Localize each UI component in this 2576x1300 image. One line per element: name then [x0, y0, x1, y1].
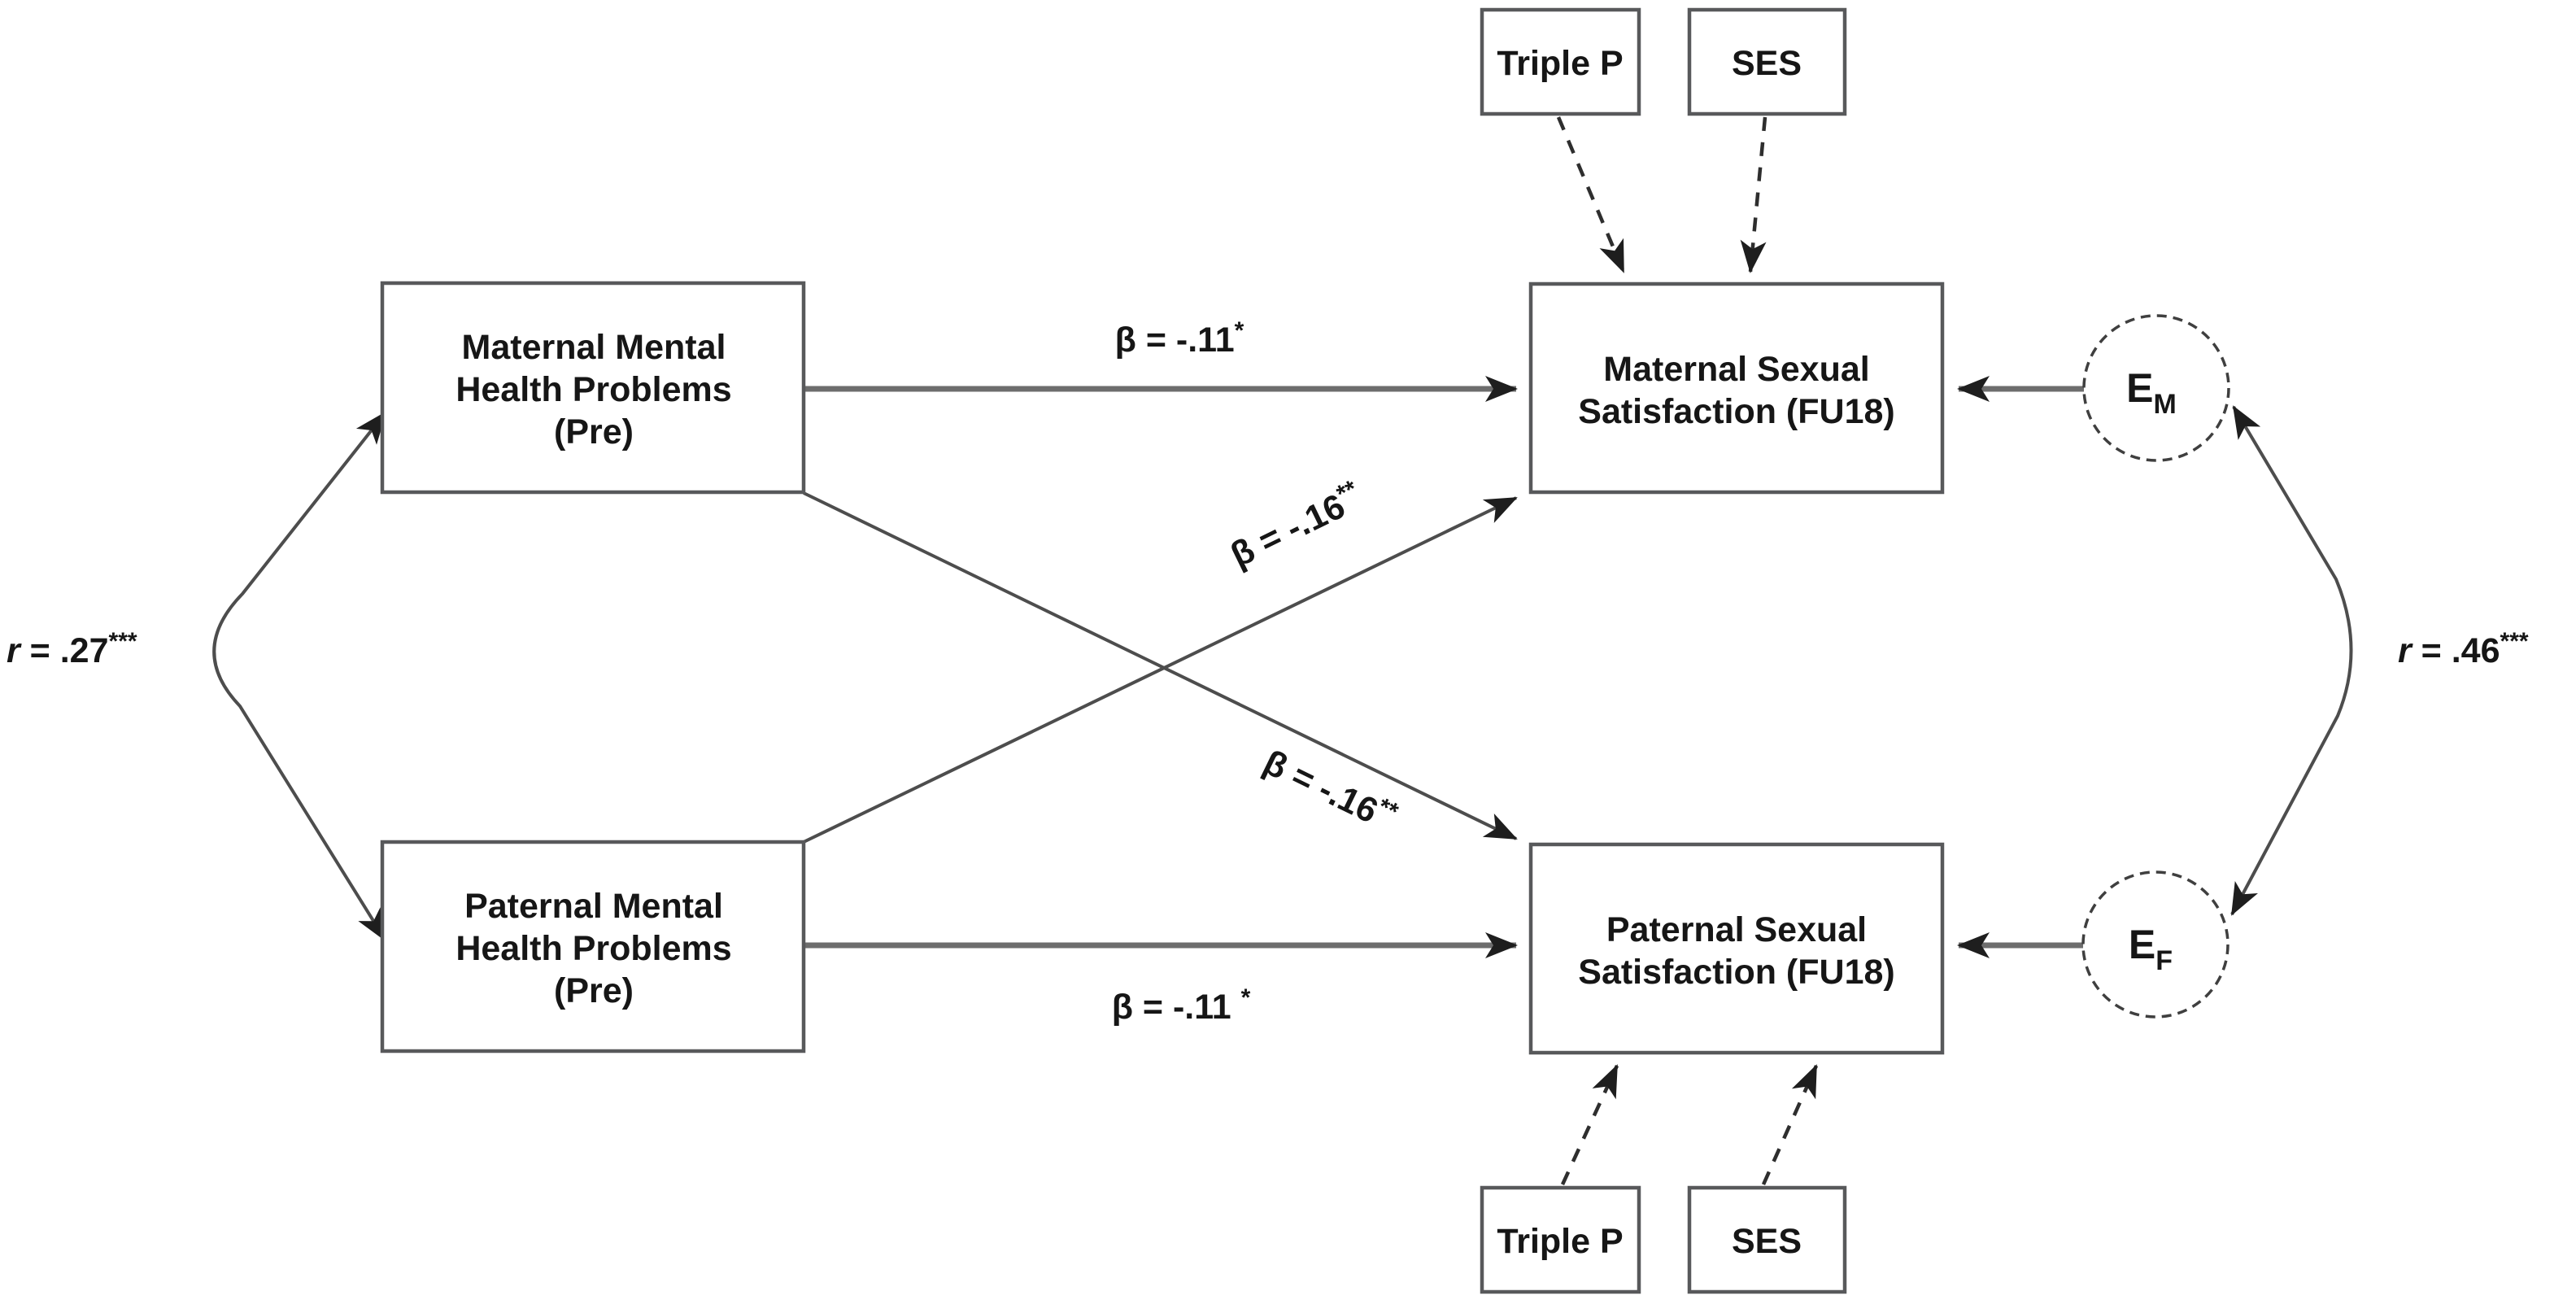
box-maternal-mental-health-problems — [380, 281, 806, 495]
label-maternal-mental-health-problems: Maternal Mental Health Problems (Pre) — [455, 328, 731, 452]
label-ses-bottom: SES — [1732, 1222, 1802, 1261]
label-error-term-maternal: EM — [2126, 365, 2177, 420]
label-error-term-paternal: EF — [2129, 922, 2173, 976]
label-correlation-predictors: r = .27*** — [7, 628, 137, 670]
label-ses-top: SES — [1732, 44, 1802, 83]
label-beta-cross-to-paternal: β = -.16** — [1257, 739, 1402, 840]
svg-text:(Pre): (Pre) — [554, 971, 634, 1010]
svg-text:Maternal Sexual: Maternal Sexual — [1603, 350, 1869, 389]
svg-text:Health Problems: Health Problems — [455, 370, 731, 409]
box-paternal-sexual-satisfaction — [1528, 842, 1945, 1055]
path-maternal-mhp-to-paternal-ss — [803, 491, 1518, 840]
path-correlation-predictors — [212, 411, 387, 942]
box-paternal-mental-health-problems — [380, 840, 806, 1054]
box-ses-top — [1687, 7, 1847, 116]
path-triple-p-top-to-maternal-ss — [1556, 116, 1626, 273]
box-ses-bottom — [1687, 1185, 1847, 1294]
label-triple-p-bottom: Triple P — [1497, 1222, 1623, 1261]
svg-text:(Pre): (Pre) — [554, 412, 634, 452]
label-maternal-sexual-satisfaction: Maternal Sexual Satisfaction (FU18) — [1578, 350, 1894, 431]
path-paternal-mhp-to-maternal-ss — [803, 496, 1518, 844]
box-triple-p-top — [1480, 7, 1641, 116]
svg-text:Satisfaction (FU18): Satisfaction (FU18) — [1578, 392, 1894, 431]
svg-text:Maternal Mental: Maternal Mental — [462, 328, 726, 367]
circle-error-term-maternal — [2082, 314, 2230, 462]
label-correlation-errors: r = .46*** — [2398, 628, 2529, 670]
path-triple-p-bottom-to-paternal-ss — [1560, 1064, 1619, 1185]
path-ses-top-to-maternal-ss — [1740, 116, 1767, 273]
label-beta-maternal-direct: β = -.11* — [1115, 317, 1244, 360]
path-ses-bottom-to-paternal-ss — [1761, 1064, 1819, 1185]
svg-text:Paternal Sexual: Paternal Sexual — [1606, 910, 1867, 949]
box-triple-p-bottom — [1480, 1185, 1641, 1294]
path-correlation-errors — [2230, 405, 2353, 916]
box-maternal-sexual-satisfaction — [1528, 281, 1945, 495]
label-paternal-mental-health-problems: Paternal Mental Health Problems (Pre) — [455, 887, 731, 1010]
label-beta-cross-to-maternal: β = -.16** — [1223, 475, 1368, 575]
svg-text:β = -.16**: β = -.16** — [1257, 739, 1402, 840]
svg-text:Paternal Mental: Paternal Mental — [464, 887, 723, 926]
label-paternal-sexual-satisfaction: Paternal Sexual Satisfaction (FU18) — [1578, 910, 1894, 992]
circle-error-term-paternal — [2081, 870, 2229, 1019]
svg-text:Satisfaction (FU18): Satisfaction (FU18) — [1578, 953, 1894, 992]
label-triple-p-top: Triple P — [1497, 44, 1623, 83]
svg-text:β = -.16**: β = -.16** — [1223, 475, 1368, 575]
svg-text:Health Problems: Health Problems — [455, 929, 731, 968]
label-beta-paternal-direct: β = -.11 * — [1112, 984, 1251, 1027]
